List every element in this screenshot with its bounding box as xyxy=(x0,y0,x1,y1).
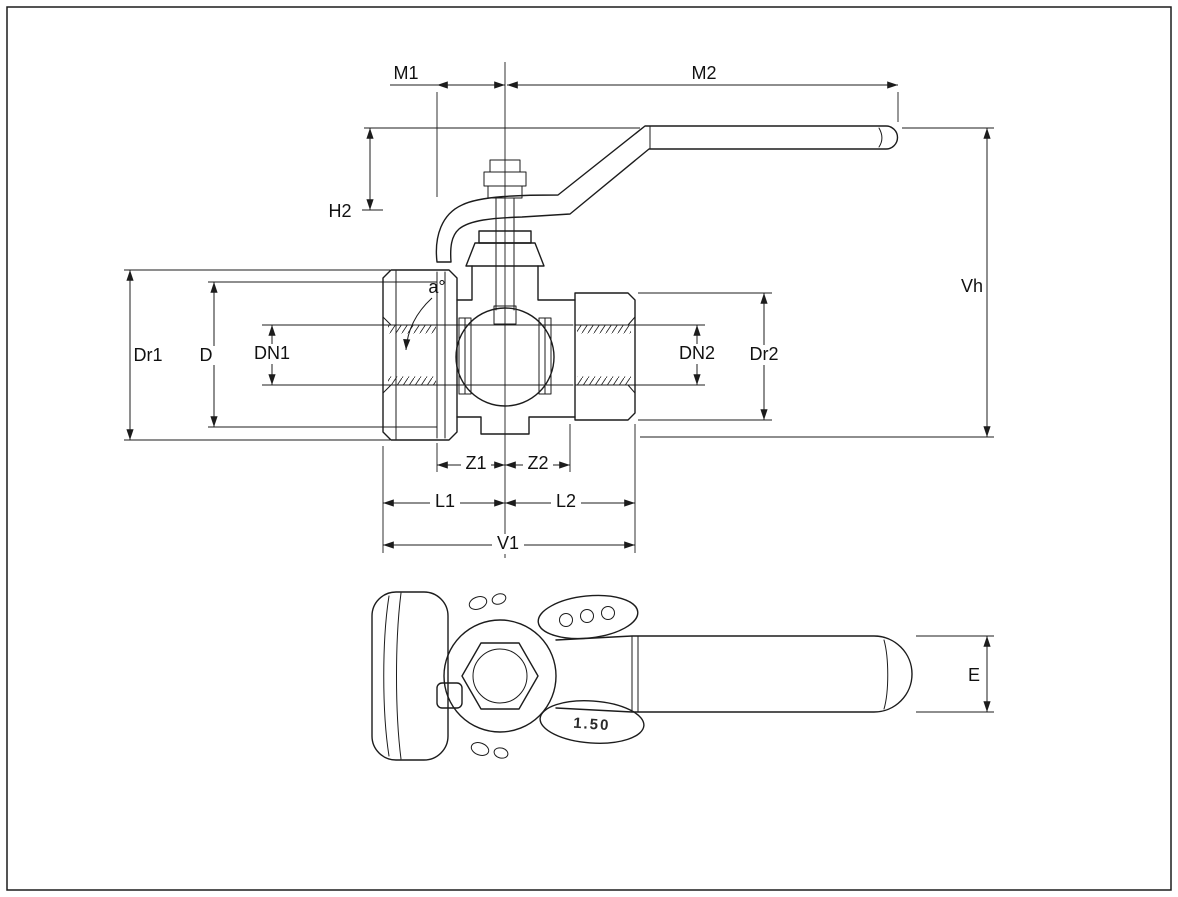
handle-end-outline xyxy=(555,635,913,713)
right-port-outline xyxy=(574,292,636,421)
dim-label-dr2: Dr2 xyxy=(749,344,778,364)
angle-leader xyxy=(403,297,433,351)
stem-circle-end xyxy=(472,648,528,704)
mid-bore-lines xyxy=(456,324,574,386)
seat-ring-right xyxy=(538,317,552,395)
ext-h2 xyxy=(362,127,640,211)
right-bore-lines xyxy=(574,324,634,386)
gland-nut xyxy=(465,242,545,267)
dim-label-z1: Z1 xyxy=(465,453,486,473)
dim-label-h2: H2 xyxy=(328,201,351,221)
ext-dn2 xyxy=(633,324,705,386)
label-backs xyxy=(194,344,787,554)
bottom-casting-pad xyxy=(539,700,645,744)
end-view: 1.50 E xyxy=(371,591,994,761)
dim-label-dn1: DN1 xyxy=(254,343,290,363)
label-back-dn1 xyxy=(250,344,294,364)
ext-e xyxy=(916,635,994,713)
stem-hex-end xyxy=(461,642,539,710)
left-thread-crest-lines xyxy=(385,281,438,428)
right-port-chamfer xyxy=(627,316,636,394)
label-back-d xyxy=(194,346,219,365)
left-port-chamfer xyxy=(382,316,392,394)
label-back-dr2 xyxy=(741,345,787,365)
casting-mark-text: 1.50 xyxy=(573,715,611,735)
ext-m1-m2 xyxy=(436,92,899,197)
top-pad-marks xyxy=(559,606,615,627)
nut-casting-marks xyxy=(468,593,509,759)
left-thread-hatch-top xyxy=(388,325,436,334)
casting-squiggle xyxy=(491,593,507,605)
dim-label-d: D xyxy=(200,345,213,365)
body-end-circle xyxy=(443,619,557,733)
casting-squiggle xyxy=(470,742,490,756)
union-nut-flats xyxy=(383,592,402,760)
extension-lines xyxy=(124,92,994,553)
label-back-l1 xyxy=(430,492,460,512)
label-back-l2 xyxy=(551,492,581,512)
dim-label-l2: L2 xyxy=(556,491,576,511)
seat-ring-left xyxy=(458,317,472,395)
handle-tab-end xyxy=(436,682,463,709)
left-bore-lines xyxy=(385,324,458,386)
label-back-z1 xyxy=(461,454,491,474)
top-casting-pad xyxy=(537,594,639,640)
handle-grip-seam xyxy=(649,126,883,149)
dim-label-dr1: Dr1 xyxy=(133,345,162,365)
ext-dn1 xyxy=(262,324,388,386)
casting-squiggle xyxy=(493,747,509,759)
handle-outline xyxy=(435,125,899,263)
mid-body-top-edge xyxy=(456,265,576,301)
ext-dr1 xyxy=(124,269,390,441)
dim-label-v1: V1 xyxy=(497,533,519,553)
dim-label-vh: Vh xyxy=(961,276,983,296)
handle-end-details xyxy=(631,635,889,713)
label-back-z2 xyxy=(523,454,553,474)
dim-label-dn2: DN2 xyxy=(679,343,715,363)
valve-body-section xyxy=(382,159,636,441)
casting-mark-dot xyxy=(559,613,573,627)
mid-body-bottom-edge xyxy=(456,416,576,435)
left-union-joint xyxy=(436,271,446,439)
dim-label-z2: Z2 xyxy=(527,453,548,473)
right-thread-hatch-bottom xyxy=(577,376,631,385)
dim-label-e: E xyxy=(968,665,980,685)
left-port-outline xyxy=(382,269,458,441)
section-view: M1 M2 H2 Vh Dr1 D DN1 DN2 Dr2 a° Z1 Z2 L… xyxy=(124,62,994,558)
dim-label-m1: M1 xyxy=(393,63,418,83)
handle-section xyxy=(435,125,899,263)
angle-label: a° xyxy=(428,277,445,297)
casting-squiggle xyxy=(468,596,488,610)
casting-mark-dot xyxy=(601,606,615,620)
casting-mark-dot xyxy=(580,609,594,623)
ext-d xyxy=(208,281,388,428)
label-back-v1 xyxy=(492,534,524,554)
dimension-lines xyxy=(126,81,991,549)
dimension-labels: M1 M2 H2 Vh Dr1 D DN1 DN2 Dr2 a° Z1 Z2 L… xyxy=(133,63,983,553)
left-thread-hatch-bottom xyxy=(388,376,436,385)
dim-label-m2: M2 xyxy=(691,63,716,83)
page-border xyxy=(6,6,1172,891)
label-back-dn2 xyxy=(675,344,719,364)
ext-dr2 xyxy=(638,292,772,421)
dim-label-l1: L1 xyxy=(435,491,455,511)
ext-vh xyxy=(640,127,994,438)
union-nut-end xyxy=(371,591,449,761)
right-thread-hatch-top xyxy=(577,325,631,334)
